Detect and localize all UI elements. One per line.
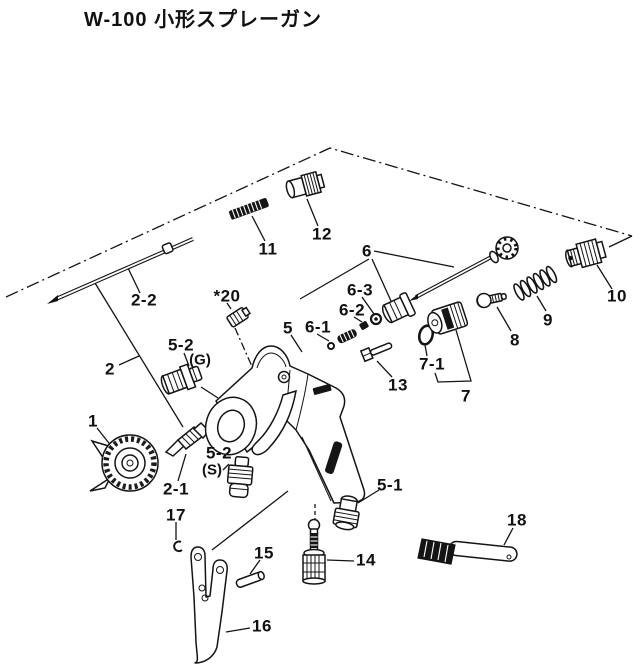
part-trigger-16 <box>190 546 228 664</box>
part-screw-13 <box>359 342 393 363</box>
part-label-5: 5 <box>283 318 293 338</box>
part-label-6-1: 6-1 <box>304 317 332 337</box>
part-label-5-2g-sub: (G) <box>189 351 211 369</box>
part-label-5-2s-sub: (S) <box>202 461 222 479</box>
part-label-10: 10 <box>607 286 627 306</box>
part-label-17: 17 <box>166 505 186 525</box>
part-brush-18 <box>417 538 518 565</box>
part-fitting-12 <box>285 170 326 199</box>
part-label-6: 6 <box>362 241 372 261</box>
centerline <box>5 147 633 519</box>
part-label-15: 15 <box>254 543 274 563</box>
part-label-20: *20 <box>213 286 241 306</box>
part-trigger-pin-15 <box>235 570 265 588</box>
part-fitting-10 <box>565 238 607 269</box>
part-packing-screw-6 <box>381 292 416 324</box>
part-valve-screw-8 <box>476 292 507 309</box>
part-plug-5-2-g <box>160 363 203 395</box>
part-valve-spring-9 <box>513 265 558 301</box>
part-plug-5-2-s <box>226 455 254 499</box>
part-label-5-2s: 5-2 <box>205 443 233 463</box>
part-plug-20 <box>226 306 252 328</box>
part-fluid-adjust-14 <box>302 518 326 585</box>
part-needle-spring-6-1 <box>327 329 357 350</box>
part-label-13: 13 <box>388 375 408 395</box>
part-gun-body-5 <box>204 345 366 504</box>
part-fluid-needle-2-2 <box>47 237 194 304</box>
leader-lines <box>94 198 613 633</box>
part-air-valve-7 <box>427 301 469 335</box>
diagram-title: W-100 小形スプレーガン <box>84 9 323 31</box>
part-air-cap-1 <box>89 434 159 492</box>
part-label-7: 7 <box>461 386 471 406</box>
part-label-16: 16 <box>252 616 272 636</box>
part-label-11: 11 <box>258 239 278 259</box>
part-label-9: 9 <box>543 310 553 330</box>
part-air-nipple-5-1 <box>332 495 360 531</box>
part-nut-6-3 <box>369 312 383 326</box>
part-clip-17 <box>173 540 183 553</box>
part-label-18: 18 <box>507 510 527 530</box>
part-label-7-1: 7-1 <box>418 354 446 374</box>
part-label-6-2: 6-2 <box>338 300 366 320</box>
part-label-5-1: 5-1 <box>376 475 404 495</box>
part-label-1: 1 <box>88 411 98 431</box>
part-label-6-3: 6-3 <box>346 280 374 300</box>
part-label-2-2: 2-2 <box>130 290 158 310</box>
part-threaded-stud-11 <box>229 198 269 220</box>
part-label-5-2g: 5-2 <box>167 335 195 355</box>
part-label-14: 14 <box>356 550 376 570</box>
part-fluid-nozzle-2-1 <box>164 421 211 457</box>
part-label-12: 12 <box>312 224 332 244</box>
part-pin-6-2 <box>359 321 369 330</box>
part-label-2: 2 <box>105 359 115 379</box>
part-needle-set-6 <box>409 236 519 301</box>
part-label-8: 8 <box>510 330 520 350</box>
part-label-2-1: 2-1 <box>162 479 190 499</box>
